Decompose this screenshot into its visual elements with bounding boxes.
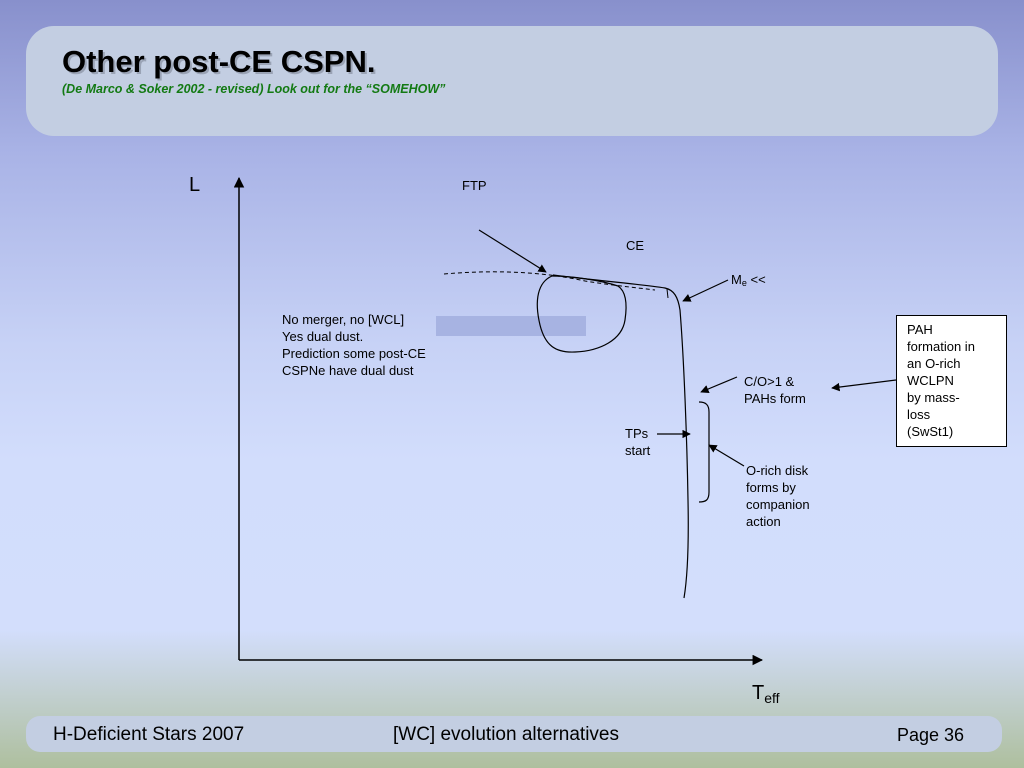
pah-box: PAH formation in an O-rich WCLPN by mass… xyxy=(896,315,1007,447)
title-panel xyxy=(26,26,998,136)
track-tick xyxy=(666,288,669,299)
me-arrow xyxy=(682,279,729,302)
y-axis-label: L xyxy=(189,174,201,196)
slide-subtitle: (De Marco & Soker 2002 - revised) Look o… xyxy=(62,82,446,96)
disk-arrow xyxy=(708,444,745,467)
ftp-label: FTP xyxy=(462,178,487,193)
co-label: C/O>1 & PAHs form xyxy=(744,374,806,406)
tps-label: TPs start xyxy=(625,426,651,458)
merger-text: No merger, no [WCL] Yes dual dust. Predi… xyxy=(282,312,426,378)
slide-title: Other post-CE CSPN. xyxy=(62,44,376,79)
footer-bar xyxy=(26,716,1002,752)
ftp-arrow xyxy=(478,229,547,273)
footer-center: [WC] evolution alternatives xyxy=(393,724,619,745)
evolution-track xyxy=(552,274,689,599)
highlight-bar xyxy=(436,316,586,336)
footer-left: H-Deficient Stars 2007 xyxy=(53,724,245,745)
ce-label: CE xyxy=(626,238,645,253)
ce-loop xyxy=(536,275,627,353)
pah-arrow xyxy=(831,379,897,392)
co-arrow xyxy=(700,376,738,393)
page-number: Page 36 xyxy=(897,725,965,745)
me-label: Me << xyxy=(731,272,766,288)
dashed-track xyxy=(443,271,656,291)
disk-label: O-rich disk forms by companion action xyxy=(746,463,810,529)
x-axis-label: Teff xyxy=(752,682,780,706)
bracket xyxy=(698,401,710,503)
